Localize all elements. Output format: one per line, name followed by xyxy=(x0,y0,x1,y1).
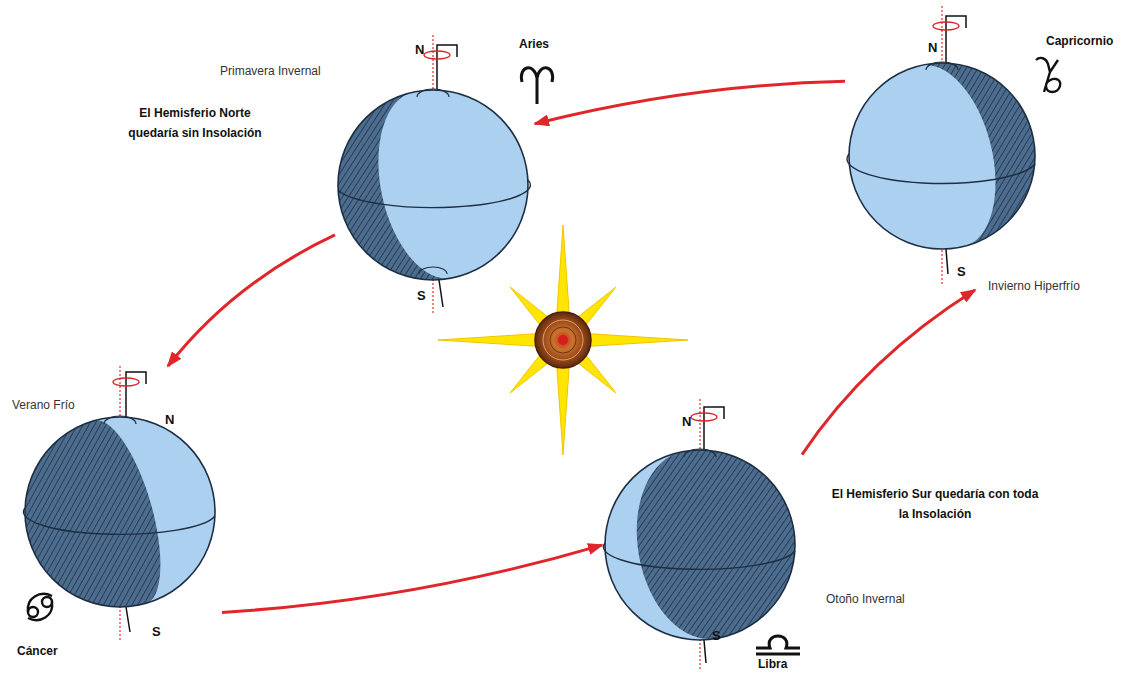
pole-letter: N xyxy=(682,414,691,429)
cancer-symbol xyxy=(28,594,52,620)
pole-letter: N xyxy=(165,412,174,427)
pole-letter: S xyxy=(152,624,161,639)
globe-node: NS xyxy=(845,14,1041,290)
globe-node: NS xyxy=(335,38,535,306)
orbit-arrow xyxy=(802,290,975,455)
orbit-arrow xyxy=(535,81,845,123)
pole-letter: S xyxy=(417,288,426,303)
note-text: El Hemisferio Sur quedaría con toda la I… xyxy=(828,484,1042,524)
globe xyxy=(320,35,530,315)
season-label: Libra xyxy=(758,657,787,672)
aries-symbol xyxy=(521,68,552,104)
pole-letter: N xyxy=(415,42,424,57)
globe xyxy=(603,399,810,669)
season-label: Primavera Invernal xyxy=(220,64,321,79)
orbit-arrow xyxy=(168,235,335,366)
pole-letter: N xyxy=(928,40,937,55)
globe xyxy=(2,366,215,640)
pole-letter: S xyxy=(712,628,721,643)
season-label: Invierno Hiperfrío xyxy=(988,279,1080,294)
note-text: El Hemisferio Norte quedaría sin Insolac… xyxy=(115,103,275,143)
capricorn-symbol xyxy=(1036,58,1060,92)
season-label: Cáncer xyxy=(17,644,58,659)
globe xyxy=(847,6,1055,284)
pole-letter: S xyxy=(957,264,966,279)
globe-node: NS xyxy=(602,400,802,648)
libra-symbol xyxy=(756,636,800,654)
season-label: Verano Frío xyxy=(12,398,75,413)
orbit-arrow xyxy=(222,545,602,612)
season-label: Capricornio xyxy=(1046,34,1113,49)
season-label: Aries xyxy=(519,37,549,52)
season-label: Otoño Invernal xyxy=(826,592,905,607)
